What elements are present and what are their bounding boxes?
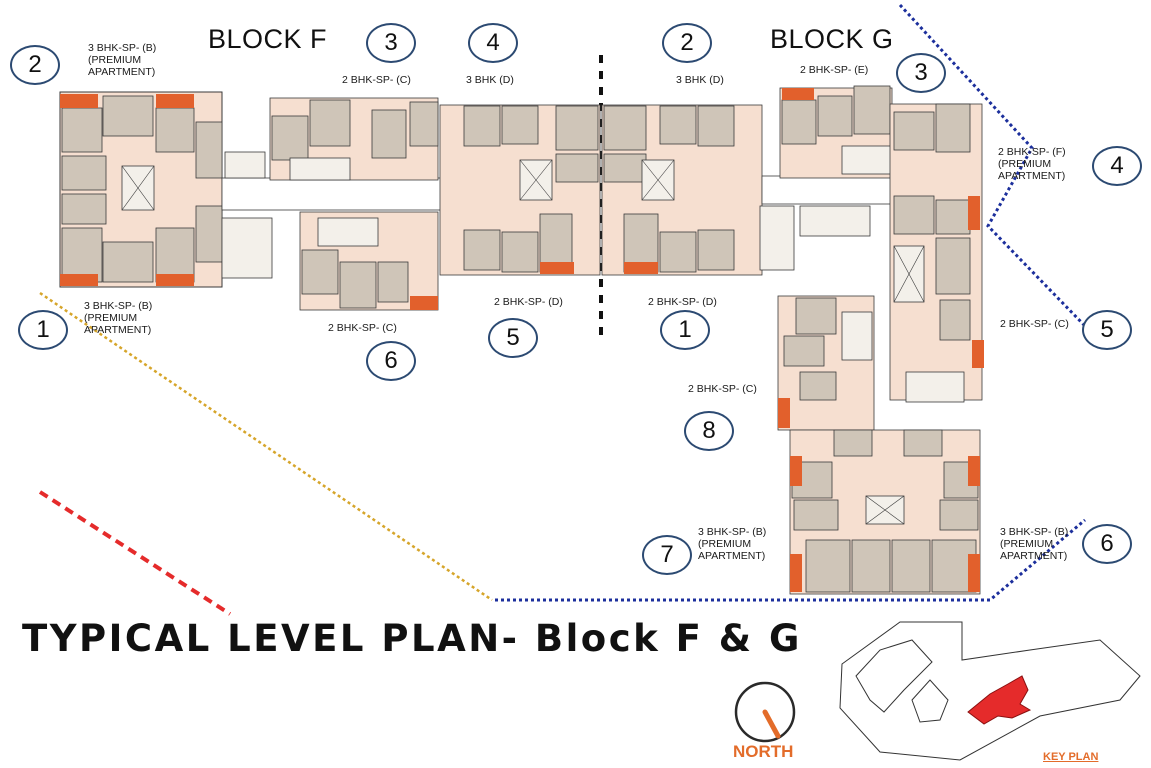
unit-label: 3 BHK (D) (466, 74, 514, 86)
unit-label: 2 BHK-SP- (D) (494, 296, 563, 308)
block-g-title: BLOCK G (770, 24, 894, 54)
unit-number-marker: 2 (10, 45, 60, 85)
balcony (972, 340, 984, 368)
block-f-title: BLOCK F (208, 24, 328, 54)
unit-rooms (271, 99, 439, 161)
balcony (968, 196, 980, 230)
unit-rooms (893, 103, 971, 341)
lift-core (841, 311, 873, 361)
unit-rooms (781, 85, 891, 145)
north-label: NORTH (733, 742, 794, 761)
unit-rooms (603, 105, 735, 273)
balcony (410, 296, 438, 310)
unit-rooms (463, 105, 599, 273)
link-corridor (761, 175, 893, 205)
boundary-blue-line (495, 518, 1086, 602)
unit-label: 2 BHK-SP- (C) (328, 322, 397, 334)
balcony (782, 88, 814, 100)
unit-number-marker: 3 (366, 23, 416, 63)
unit-label: 2 BHK-SP- (D) (648, 296, 717, 308)
boundary-red-line (38, 490, 232, 616)
unit-label: 2 BHK-SP- (C) (1000, 318, 1069, 330)
unit-number-marker: 1 (18, 310, 68, 350)
unit-number-marker: 4 (1092, 146, 1142, 186)
lift-core (841, 145, 893, 175)
unit-rooms (61, 95, 223, 283)
lift-core-cross (893, 245, 925, 303)
unit-number-marker: 5 (488, 318, 538, 358)
page-title: TYPICAL LEVEL PLAN- Block F & G (22, 617, 802, 660)
lift-core (289, 157, 351, 181)
staircase (905, 371, 965, 403)
lift-core (224, 151, 266, 179)
unit-number-marker: 4 (468, 23, 518, 63)
link-corridor (221, 177, 443, 211)
unit-number-marker: 7 (642, 535, 692, 575)
lift-core-cross (121, 165, 155, 211)
unit-rooms (301, 249, 409, 309)
lift-core (799, 205, 871, 237)
key-plan-label: KEY PLAN (1043, 751, 1099, 763)
staircase (221, 217, 273, 279)
balconies (60, 94, 194, 286)
unit-number-marker: 2 (662, 23, 712, 63)
lift-core (317, 217, 379, 247)
boundary-blue-line-upper (898, 3, 1087, 328)
staircase (759, 205, 795, 271)
balcony (624, 262, 658, 274)
lift-core-cross (519, 159, 553, 201)
unit-label: 3 BHK (D) (676, 74, 724, 86)
balcony (778, 398, 790, 428)
unit-number-marker: 5 (1082, 310, 1132, 350)
block-f-plan (59, 91, 601, 311)
balcony (540, 262, 574, 274)
unit-number-marker: 6 (1082, 524, 1132, 564)
unit-number-marker: 1 (660, 310, 710, 350)
block-g-plan (601, 85, 984, 595)
key-plan-site-icon (839, 621, 1141, 761)
unit-number-marker: 3 (896, 53, 946, 93)
unit-label: 2 BHK-SP- (C) (688, 383, 757, 395)
boundary-gold-line (39, 291, 493, 602)
site-boundary-lines (38, 3, 1087, 616)
north-compass-icon (734, 681, 796, 743)
unit-number-marker: 6 (366, 341, 416, 381)
unit-label: 2 BHK-SP- (E) (800, 64, 869, 76)
unit-number-marker: 8 (684, 411, 734, 451)
unit-rooms (783, 297, 837, 401)
balconies (790, 456, 980, 592)
unit-label: 2 BHK-SP- (C) (342, 74, 411, 86)
lift-core-cross (865, 495, 905, 525)
lift-core-cross (641, 159, 675, 201)
